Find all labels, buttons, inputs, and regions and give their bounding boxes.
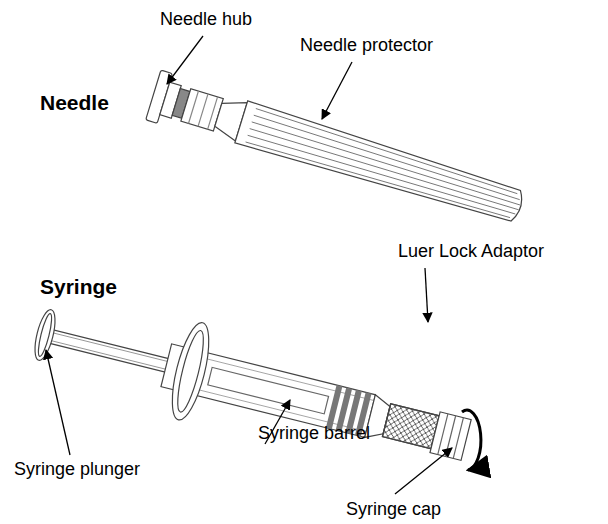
part-label: Luer Lock Adaptor (398, 240, 544, 262)
syringe-drawing (25, 285, 478, 489)
part-label: Syringe plunger (14, 458, 140, 480)
part-label: Needle hub (160, 8, 252, 30)
needle-drawing (146, 70, 528, 232)
section-heading: Syringe (40, 274, 117, 300)
section-heading: Needle (40, 90, 109, 116)
twist-arrow (462, 410, 481, 470)
part-label: Syringe cap (346, 498, 441, 520)
part-label: Needle protector (300, 34, 433, 56)
part-label: Syringe barrel (258, 422, 370, 444)
